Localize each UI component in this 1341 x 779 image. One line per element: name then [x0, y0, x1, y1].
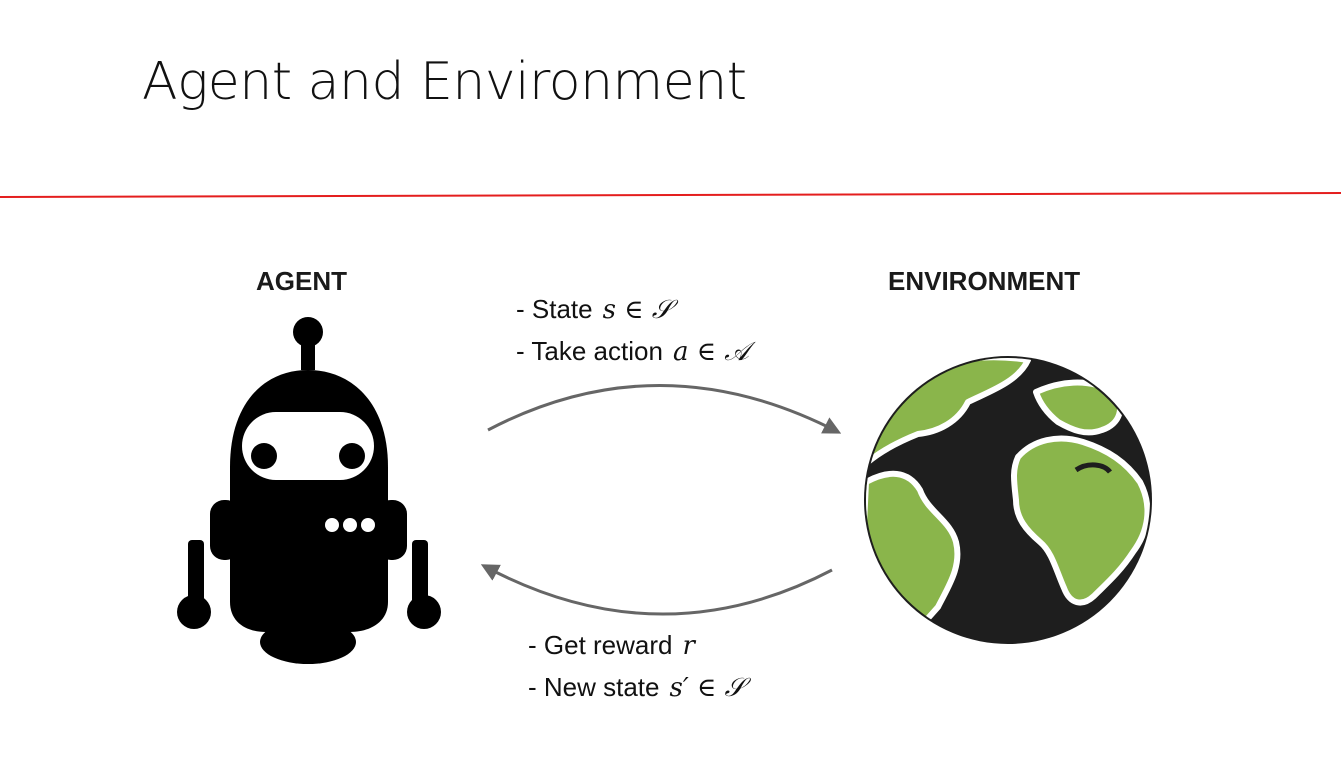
- reward-text: - Get reward: [528, 630, 673, 660]
- new-state-line: - New state s′ ∈ 𝒮: [528, 672, 745, 704]
- action-math: a ∈ 𝒜: [672, 337, 749, 367]
- state-math: s ∈ 𝒮: [602, 295, 672, 325]
- reward-arrow: [480, 564, 833, 616]
- new-state-text: - New state: [528, 672, 660, 702]
- reward-line: - Get reward r: [528, 630, 695, 661]
- environment-label: ENVIRONMENT: [888, 266, 1081, 296]
- action-line: - Take action a ∈ 𝒜: [516, 336, 749, 368]
- robot-icon: [177, 317, 441, 664]
- state-line: - State s ∈ 𝒮: [516, 294, 672, 326]
- action-text: - Take action: [516, 336, 663, 366]
- globe-icon: [864, 356, 1152, 644]
- slide-title: Agent and Environment: [142, 52, 747, 112]
- interaction-arrows: [480, 384, 842, 616]
- action-arrow: [487, 384, 842, 434]
- new-state-math: s′ ∈ 𝒮: [669, 673, 745, 703]
- state-text: - State: [516, 294, 593, 324]
- reward-math: r: [682, 631, 695, 661]
- agent-label: AGENT: [256, 266, 347, 296]
